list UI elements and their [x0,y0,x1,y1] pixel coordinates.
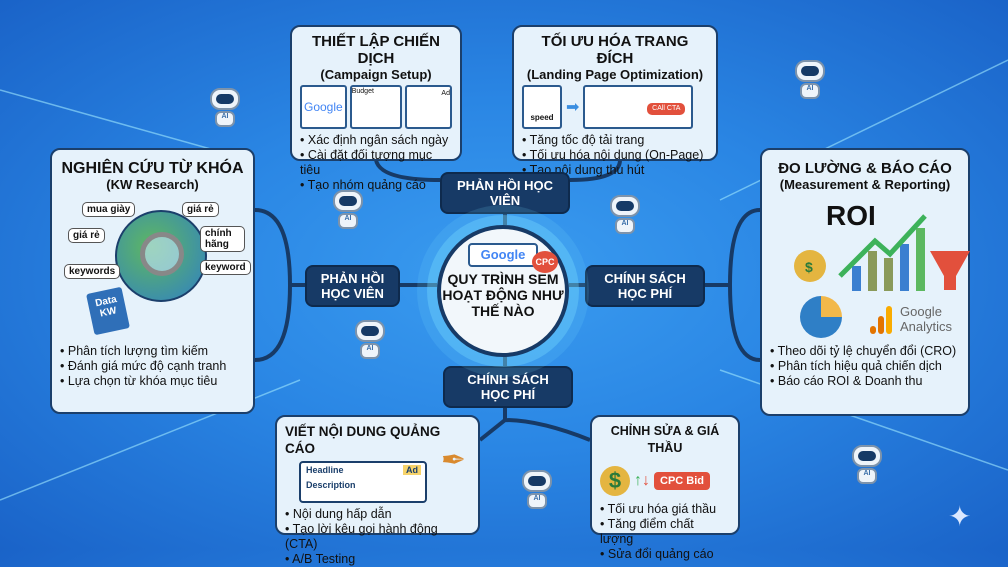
svg-text:$: $ [805,259,813,275]
keyword-tag: keyword [200,260,251,275]
list-item: Nội dung hấp dẫn [285,507,470,522]
speed-gauge-icon: speed [522,85,562,129]
data-kw-book-icon: Data KW [86,286,130,336]
list-item: Tối ưu hóa nội dung (On-Page) [522,148,708,163]
list-item: Tối ưu hóa giá thầu [600,502,730,517]
list-item: Phân tích lượng tìm kiếm [60,344,245,359]
kw-subtitle: (KW Research) [106,177,199,192]
arrow-right-icon: ➡ [566,99,580,116]
list-item: Theo dõi tỷ lệ chuyển đổi (CRO) [770,344,960,359]
measure-subtitle: (Measurement & Reporting) [779,177,951,192]
measure-list: Theo dõi tỷ lệ chuyển đổi (CRO) Phân tíc… [770,344,960,389]
ad-badge: Ad [403,465,421,475]
robot-icon: AI [333,190,363,230]
robot-icon: AI [610,195,640,235]
campaign-setup-card: THIẾT LẬP CHIẾN DỊCH (Campaign Setup) Go… [290,25,462,192]
robot-icon: AI [355,320,385,360]
up-down-arrows-icon: ↑↓ [634,472,650,489]
label-left-feedback: PHẢN HỒI HỌC VIÊN [305,265,400,307]
adcopy-list: Nội dung hấp dẫn Tạo lời kêu gọi hành độ… [285,507,470,567]
google-window-icon: Google [300,85,347,129]
keyword-tag: giá rẻ [182,202,219,217]
list-item: Đánh giá mức độ cạnh tranh [60,359,245,374]
campaign-title: THIẾT LẬP CHIẾN DỊCH [311,33,441,67]
ad-preview: Headline Ad Description [299,461,427,503]
sparkle-icon: ✦ [948,501,972,532]
measurement-card: ĐO LƯỜNG & BÁO CÁO (Measurement & Report… [760,148,970,416]
keyword-tag: mua giày [82,202,136,217]
campaign-list: Xác định ngân sách ngày Cài đặt đối tượn… [300,133,452,193]
budget-sliders-icon: Budget [349,85,403,129]
cpc-bid-tag: CPC Bid [654,472,710,490]
ad-copy-card: VIẾT NỘI DUNG QUẢNG CÁO Headline Ad Desc… [275,415,480,566]
magnifier-icon [140,232,184,276]
quill-icon: ✒ [440,444,466,477]
roi-growth-chart-icon: $ [794,214,970,291]
description-label: Description [306,480,356,490]
list-item: A/B Testing [285,552,470,567]
keyword-tag: chính hãng [200,226,245,252]
ad-preview-icon: Ad [405,85,452,129]
label-bottom-tuition: CHÍNH SÁCH HỌC PHÍ [443,366,573,408]
money-bag-icon: $ [600,466,630,496]
robot-icon: AI [522,470,552,510]
landing-list: Tăng tốc độ tải trang Tối ưu hóa nội dun… [522,133,708,178]
adcopy-title: VIẾT NỘI DUNG QUẢNG CÁO [285,424,441,456]
bidding-title: CHỈNH SỬA & GIÁ THẦU [610,424,720,455]
cpc-badge: CPC [532,251,558,273]
pie-chart-icon [800,296,842,338]
landing-page-card: TỐI ƯU HÓA TRANG ĐÍCH (Landing Page Opti… [512,25,718,177]
google-analytics-label: Google Analytics [900,304,953,334]
robot-icon: AI [210,88,240,128]
list-item: Xác định ngân sách ngày [300,133,452,148]
kw-title: NGHIÊN CỨU TỪ KHÓA [61,160,244,177]
bidding-list: Tối ưu hóa giá thầu Tăng điểm chất lượng… [600,502,730,562]
bidding-card: CHỈNH SỬA & GIÁ THẦU $ ↑↓ CPC Bid Tối ưu… [590,415,740,561]
list-item: Tạo nhóm quảng cáo [300,178,452,193]
headline-label: Headline [306,465,344,475]
robot-icon: AI [795,60,825,100]
list-item: Lựa chọn từ khóa mục tiêu [60,374,245,389]
list-item: Báo cáo ROI & Doanh thu [770,374,960,389]
list-item: Tăng tốc độ tải trang [522,133,708,148]
kw-research-card: NGHIÊN CỨU TỪ KHÓA (KW Research) mua già… [50,148,255,414]
landing-subtitle: (Landing Page Optimization) [526,67,704,82]
kw-list: Phân tích lượng tìm kiếm Đánh giá mức độ… [60,344,245,389]
cta-button: CAll CTA [647,103,686,115]
robot-icon: AI [852,445,882,485]
list-item: Tạo lời kêu gọi hành động (CTA) [285,522,470,552]
roi-label: ROI [826,200,876,231]
keyword-tag: keywords [64,264,121,279]
list-item: Cài đặt đối tượng mục tiêu [300,148,452,178]
campaign-subtitle: (Campaign Setup) [320,67,432,82]
center-title: QUY TRÌNH SEM HOẠT ĐỘNG NHƯ THẾ NÀO [442,271,564,319]
google-analytics-logo [870,304,894,334]
label-top-feedback: PHẢN HỒI HỌC VIÊN [440,172,570,214]
keyword-tag: giá rẻ [68,228,105,243]
list-item: Tăng điểm chất lượng [600,517,730,547]
label-right-tuition: CHÍNH SÁCH HỌC PHÍ [585,265,705,307]
list-item: Sửa đổi quảng cáo [600,547,730,562]
landing-window: CAll CTA [583,85,694,129]
list-item: Phân tích hiệu quả chiến dịch [770,359,960,374]
landing-title: TỐI ƯU HÓA TRANG ĐÍCH [541,33,689,67]
measure-title: ĐO LƯỜNG & BÁO CÁO [778,160,952,177]
